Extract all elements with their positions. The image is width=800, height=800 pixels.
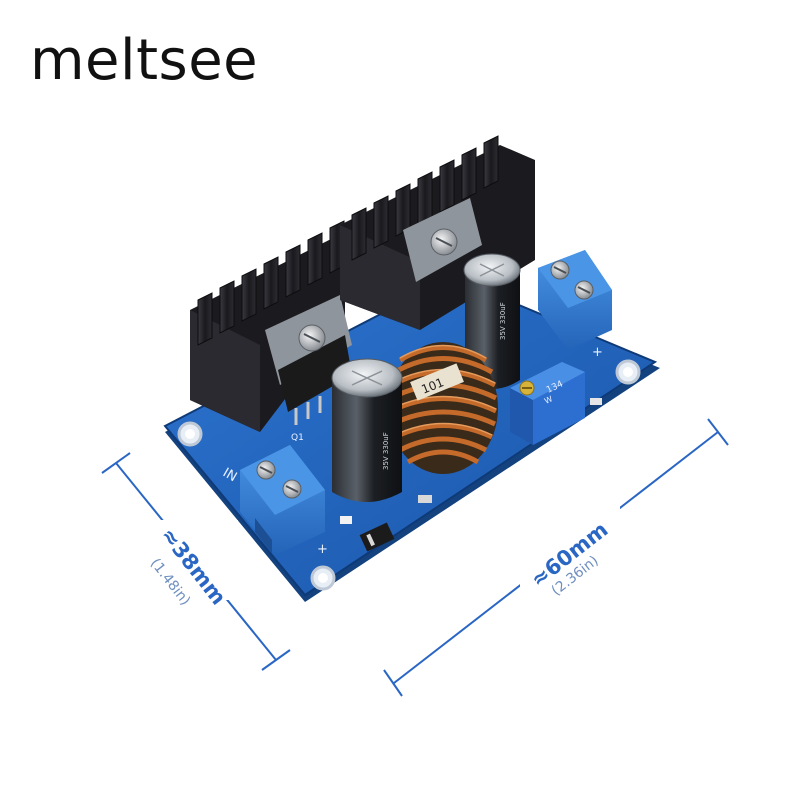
terminal-screw-icon[interactable]: [282, 479, 302, 499]
silkscreen-q1-label: Q1: [291, 433, 304, 443]
smd-resistor: [340, 516, 352, 524]
svg-text:35V 330uF: 35V 330uF: [499, 302, 507, 340]
mounting-hole: [310, 565, 336, 591]
silkscreen-in-label: IN: [220, 465, 239, 485]
screw-icon: [430, 228, 458, 256]
brand-logo-text: meltsee: [30, 28, 259, 93]
toroidal-inductor: 101: [388, 342, 498, 474]
svg-text:35V 330uF: 35V 330uF: [382, 432, 390, 470]
screw-icon: [298, 324, 326, 352]
terminal-screw-icon[interactable]: [256, 460, 276, 480]
mounting-hole: [177, 421, 203, 447]
terminal-screw-icon[interactable]: [574, 280, 594, 300]
smd-resistor: [418, 495, 432, 503]
output-screw-terminal[interactable]: [538, 250, 612, 350]
trimmer-marking-sub: W: [543, 394, 554, 406]
silkscreen-plus-label: +: [317, 542, 328, 557]
length-dimension: ≈60mm (2.36in): [383, 418, 729, 697]
silkscreen-plus-label-out: +: [592, 345, 603, 360]
mounting-hole: [615, 359, 641, 385]
smd-resistor: [590, 398, 602, 405]
electrolytic-capacitor-front: 35V 330uF: [331, 358, 403, 502]
width-dimension: ≈38mm (1.48in): [101, 452, 291, 671]
trimmer-potentiometer: 134 W: [510, 362, 585, 445]
input-screw-terminal[interactable]: [240, 445, 325, 555]
terminal-screw-icon[interactable]: [550, 260, 570, 280]
smd-diode: [359, 522, 395, 552]
